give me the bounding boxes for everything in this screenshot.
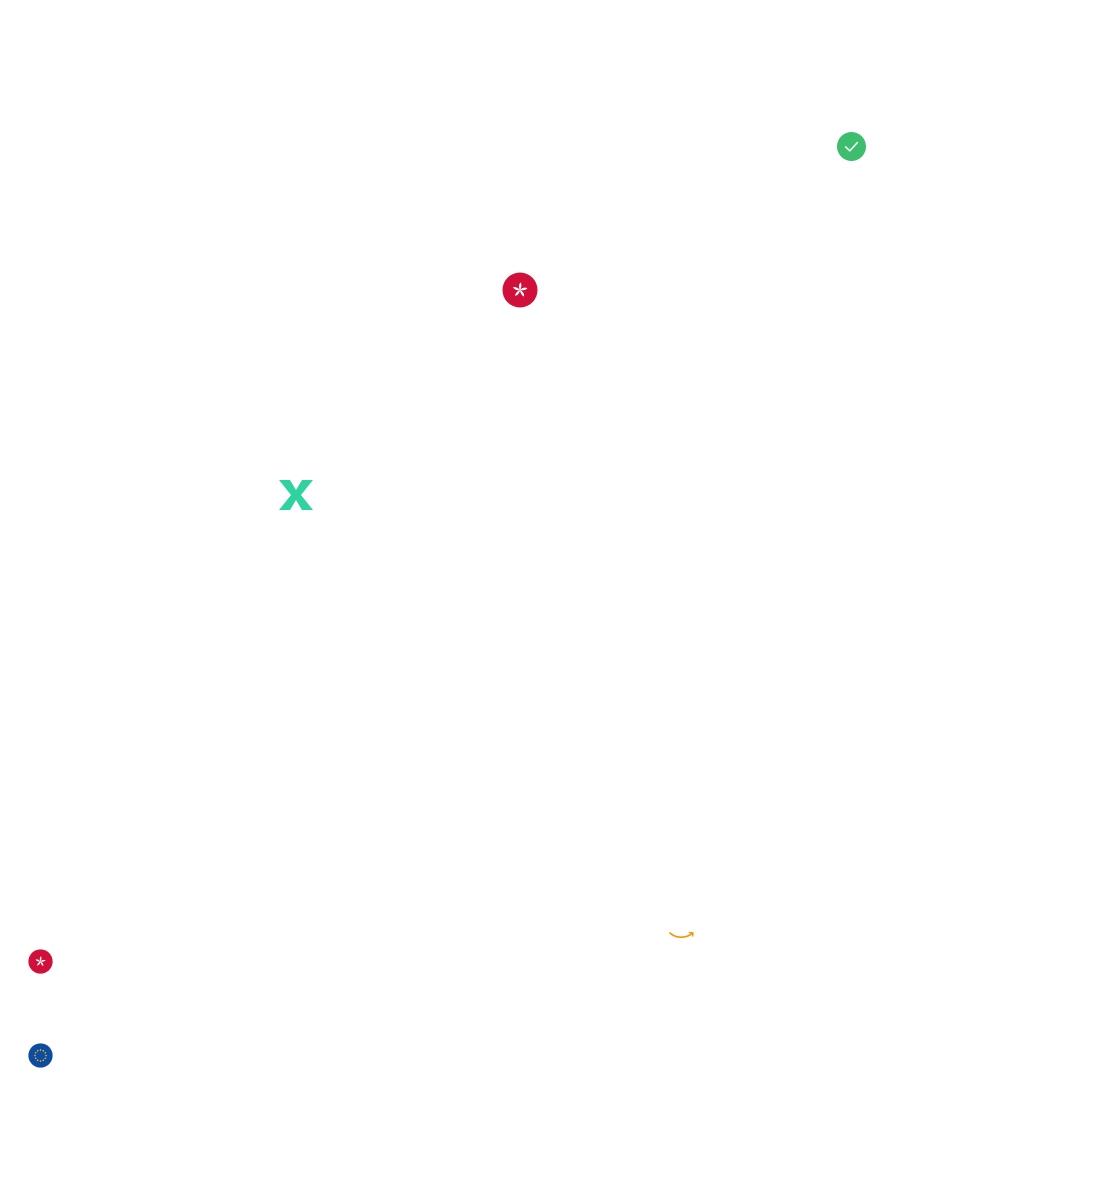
european-union-flag-icon [28, 1043, 53, 1068]
check-circle-icon [836, 131, 867, 162]
hong-kong-flag-icon [502, 272, 538, 308]
x-mark-logo-icon [279, 480, 313, 510]
hong-kong-flag-icon [28, 949, 53, 974]
amazon-smile-icon [668, 929, 696, 941]
